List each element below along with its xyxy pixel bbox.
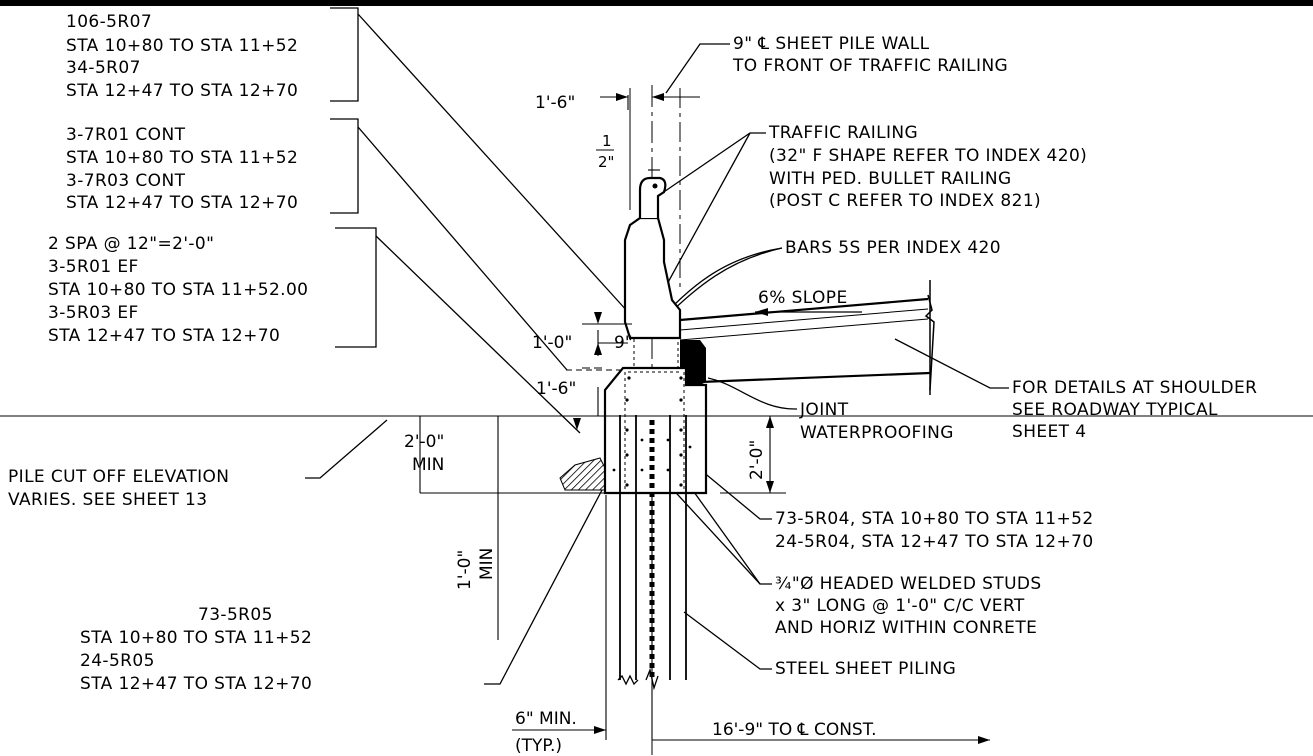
callout-line: BARS 5S PER INDEX 420 [785,238,1001,258]
callout-line: 73-5R05 [198,605,273,625]
callout-line: 3-5R01 EF [48,257,139,277]
dim-1-6-top: 1'-6" [535,93,575,113]
callout-line: FOR DETAILS AT SHOULDER [1012,378,1257,398]
callout-leaders-left [357,13,629,434]
callout-line: STA 10+80 TO STA 11+52 [66,148,298,168]
callout-bars-5r01: 2 SPA @ 12"=2'-0" 3-5R01 EF STA 10+80 TO… [48,227,377,348]
dimension-lines [0,95,1313,741]
dim-half-numerator: 1 [602,132,612,150]
dim-min: MIN [412,455,444,475]
slope-text: 6% SLOPE [758,288,848,308]
callout-bars-5r05: 73-5R05 STA 10+80 TO STA 11+52 24-5R05 S… [80,489,603,694]
dim-typ: (TYP.) [515,736,562,756]
dim-1-0-min: 1'-0" [455,550,475,590]
callout-line: STEEL SHEET PILING [775,659,956,679]
callout-line: STA 10+80 TO STA 11+52.00 [48,280,308,300]
callout-line: STA 12+47 TO STA 12+70 [80,674,312,694]
callout-pile-cutoff: PILE CUT OFF ELEVATION VARIES. SEE SHEET… [8,419,388,510]
callout-sheet-pile-wall: 9" ℄ SHEET PILE WALL TO FRONT OF TRAFFIC… [665,34,1008,94]
callout-line: STA 10+80 TO STA 11+52 [80,628,312,648]
dim-9: 9" [614,333,633,353]
callout-line: TO FRONT OF TRAFFIC RAILING [732,56,1008,76]
dim-1-6: 1'-6" [536,379,576,399]
callout-bars-5r04: 73-5R04, STA 10+80 TO STA 11+52 24-5R04,… [695,465,1094,552]
callout-line: WATERPROOFING [800,423,954,443]
callout-line: 73-5R04, STA 10+80 TO STA 11+52 [775,509,1094,529]
callout-welded-studs: ¾"Ø HEADED WELDED STUDS x 3" LONG @ 1'-0… [654,469,1042,638]
callout-bars-7r01: 3-7R01 CONT STA 10+80 TO STA 11+52 3-7R0… [66,118,359,214]
dim-half-denominator: 2" [598,153,614,171]
callout-line: (32" F SHAPE REFER TO INDEX 420) [769,146,1087,166]
callout-line: (POST C REFER TO INDEX 821) [769,191,1041,211]
callout-joint-waterproofing: JOINT WATERPROOFING [707,377,954,443]
dim-1-0: 1'-0" [532,333,572,353]
dim-6-min: 6" MIN. [515,709,577,729]
dim-2-0-right: 2'-0" [747,440,767,480]
ground-hatch [559,457,606,491]
callout-traffic-railing: TRAFFIC RAILING (32" F SHAPE REFER TO IN… [654,123,1087,287]
callout-line: 24-5R05 [80,651,155,671]
dimension-arrows [573,93,990,744]
callout-line: 3-5R03 EF [48,303,139,323]
callout-line: 34-5R07 [66,58,141,78]
callout-line: 3-7R01 CONT [66,125,186,145]
callout-bars-5s: BARS 5S PER INDEX 420 [647,238,1001,332]
slope-label: 6% SLOPE [755,288,862,316]
callout-bars-5r07: 106-5R07 STA 10+80 TO STA 11+52 34-5R07 … [66,7,359,102]
rebar-dots [612,376,692,487]
callout-line: STA 12+47 TO STA 12+70 [48,326,280,346]
callout-line: JOINT [799,400,849,420]
callout-line: ¾"Ø HEADED WELDED STUDS [775,574,1042,594]
callout-line: VARIES. SEE SHEET 13 [8,490,208,510]
callout-line: TRAFFIC RAILING [768,123,918,143]
sheet-border-top [0,0,1313,6]
dim-2-0: 2'-0" [404,432,444,452]
callout-line: WITH PED. BULLET RAILING [769,169,1012,189]
callout-line: STA 12+47 TO STA 12+70 [66,193,298,213]
callout-line: AND HORIZ WITHIN CONRETE [775,618,1037,638]
roadway-slab [679,280,935,395]
callout-line: x 3" LONG @ 1'-0" C/C VERT [775,596,1025,616]
callout-line: 2 SPA @ 12"=2'-0" [48,234,214,254]
callout-line: STA 10+80 TO STA 11+52 [66,36,298,56]
dim-min-vertical: MIN [477,548,497,580]
callout-steel-sheet-piling: STEEL SHEET PILING [683,611,956,679]
callout-line: 3-7R03 CONT [66,171,186,191]
traffic-railing-barrier [623,216,682,340]
callout-line: 9" ℄ SHEET PILE WALL [733,34,930,54]
callout-line: SEE ROADWAY TYPICAL [1012,400,1218,420]
callout-line: STA 12+47 TO STA 12+70 [66,81,298,101]
callout-shoulder: FOR DETAILS AT SHOULDER SEE ROADWAY TYPI… [894,338,1257,442]
dim-16-9-to-const: 16'-9" TO ℄ CONST. [712,720,877,740]
callout-line: 24-5R04, STA 12+47 TO STA 12+70 [775,532,1094,552]
dashed-construction-joint [633,337,679,369]
callout-line: 106-5R07 [66,12,152,32]
callout-line: PILE CUT OFF ELEVATION [8,467,229,487]
callout-line: SHEET 4 [1012,422,1086,442]
bullet-rail-post [638,176,667,218]
